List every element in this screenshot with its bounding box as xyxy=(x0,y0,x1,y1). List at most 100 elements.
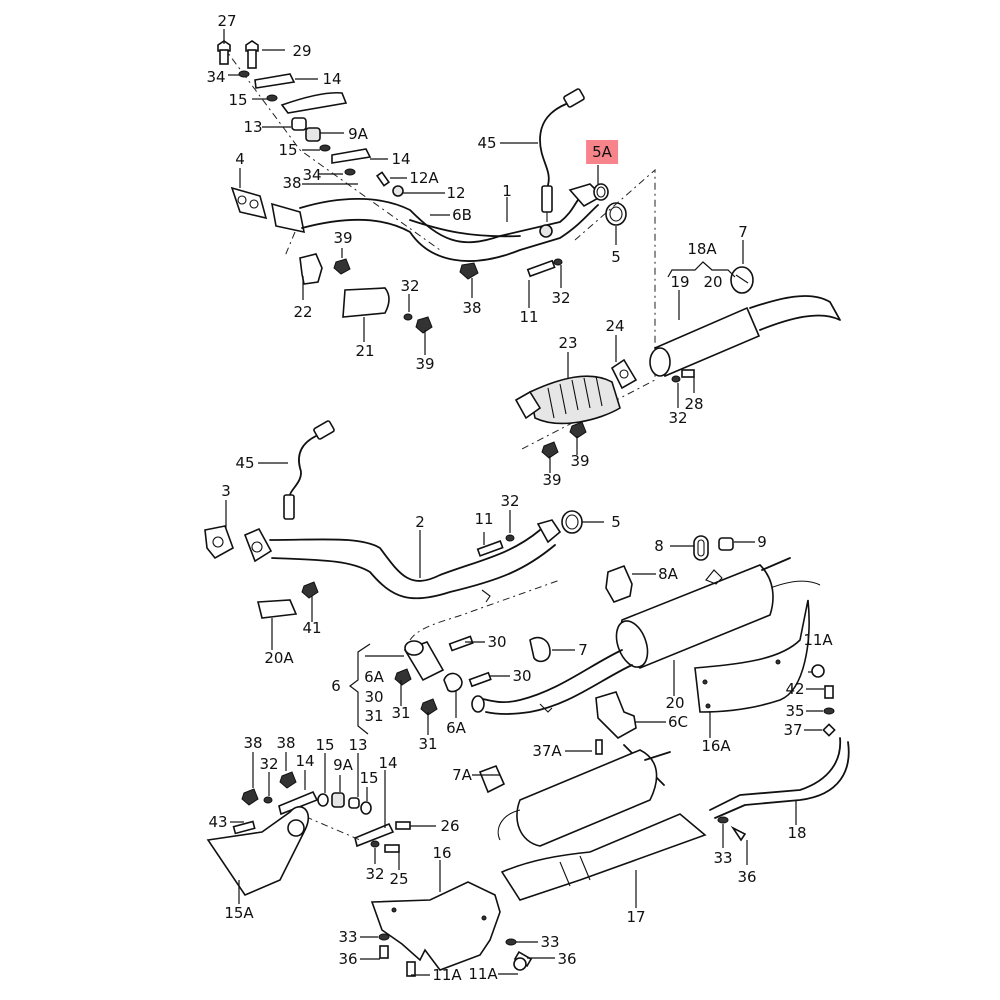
callout-31: 31 xyxy=(364,707,384,725)
callout-34: 34 xyxy=(206,68,226,86)
callout-20: 20 xyxy=(703,273,723,291)
callout-15A: 15A xyxy=(224,904,254,922)
callout-1: 1 xyxy=(502,182,512,200)
callout-17: 17 xyxy=(626,908,646,926)
callout-6A: 6A xyxy=(446,719,466,737)
callout-15: 15 xyxy=(278,141,298,159)
rubber-mounts xyxy=(605,535,821,606)
callout-11: 11 xyxy=(474,510,494,528)
callout-38: 38 xyxy=(282,174,302,192)
callout-2: 2 xyxy=(415,513,425,531)
callout-36: 36 xyxy=(338,950,358,968)
callout-20: 20 xyxy=(665,694,685,712)
callout-3: 3 xyxy=(221,482,231,500)
callout-15: 15 xyxy=(359,769,379,787)
callout-19: 19 xyxy=(670,273,690,291)
leader-lines xyxy=(223,29,824,976)
callout-15: 15 xyxy=(315,736,335,754)
callout-45: 45 xyxy=(235,454,255,472)
callout-18A: 18A xyxy=(687,240,717,258)
callout-39: 39 xyxy=(570,452,590,470)
callout-16: 16 xyxy=(432,844,452,862)
callout-42: 42 xyxy=(785,680,805,698)
callout-38: 38 xyxy=(462,299,482,317)
callout-34: 34 xyxy=(302,166,322,184)
callout-8A: 8A xyxy=(658,565,678,583)
callout-22: 22 xyxy=(293,303,313,321)
callout-12: 12 xyxy=(446,184,466,202)
callout-6A: 6A xyxy=(364,668,384,686)
callout-31: 31 xyxy=(418,735,438,753)
front-pipe-1 xyxy=(230,183,604,280)
callout-37: 37 xyxy=(783,721,803,739)
callout-43: 43 xyxy=(208,813,228,831)
callout-45: 45 xyxy=(477,134,497,152)
callout-11: 11 xyxy=(519,308,539,326)
front-pipe-2 xyxy=(204,420,583,619)
callout-14: 14 xyxy=(378,754,398,772)
callout-32: 32 xyxy=(259,755,279,773)
callout-27: 27 xyxy=(217,12,237,30)
callout-14: 14 xyxy=(295,752,315,770)
callout-25: 25 xyxy=(389,870,409,888)
callout-18: 18 xyxy=(787,824,807,842)
callout-23: 23 xyxy=(558,334,578,352)
rear-pipe-19 xyxy=(649,266,841,378)
callout-30: 30 xyxy=(487,633,507,651)
callout-15: 15 xyxy=(228,91,248,109)
catalytic-converter xyxy=(514,358,695,459)
callout-32: 32 xyxy=(400,277,420,295)
callout-31: 31 xyxy=(391,704,411,722)
callout-11A: 11A xyxy=(468,965,498,983)
callout-26: 26 xyxy=(440,817,460,835)
rear-muffler-17 xyxy=(478,749,707,901)
callout-20A: 20A xyxy=(264,649,294,667)
callout-32: 32 xyxy=(668,409,688,427)
callout-9: 9 xyxy=(757,533,767,551)
callout-7A: 7A xyxy=(452,766,472,784)
callout-11A: 11A xyxy=(432,966,462,984)
callout-37A: 37A xyxy=(532,742,562,760)
callout-6: 6 xyxy=(331,677,341,695)
callout-9A: 9A xyxy=(348,125,368,143)
callout-11A: 11A xyxy=(803,631,833,649)
callout-38: 38 xyxy=(243,734,263,752)
lower-hanger-assembly xyxy=(206,771,411,896)
callout-41: 41 xyxy=(302,619,322,637)
callout-29: 29 xyxy=(292,42,312,60)
callout-38: 38 xyxy=(276,734,296,752)
callout-32: 32 xyxy=(365,865,385,883)
callout-13: 13 xyxy=(348,736,368,754)
heat-shield-16 xyxy=(370,881,533,977)
callout-7: 7 xyxy=(578,641,588,659)
callout-33: 33 xyxy=(338,928,358,946)
callout-39: 39 xyxy=(542,471,562,489)
callout-33: 33 xyxy=(713,849,733,867)
callout-13: 13 xyxy=(243,118,263,136)
clamp-6 xyxy=(394,579,561,716)
callout-24: 24 xyxy=(605,317,625,335)
callout-7: 7 xyxy=(738,223,748,241)
callout-5: 5 xyxy=(611,248,621,266)
callout-5A-highlighted[interactable]: 5A xyxy=(586,140,618,164)
callout-14: 14 xyxy=(322,70,342,88)
bolt-11-top xyxy=(526,258,563,278)
callout-28: 28 xyxy=(684,395,704,413)
callout-30: 30 xyxy=(364,688,384,706)
callout-5: 5 xyxy=(611,513,621,531)
callout-9A: 9A xyxy=(333,756,353,774)
callout-35: 35 xyxy=(785,702,805,720)
callout-4: 4 xyxy=(235,150,245,168)
callout-39: 39 xyxy=(333,229,353,247)
callout-21: 21 xyxy=(355,342,375,360)
callout-6C: 6C xyxy=(667,713,689,731)
o2-sensor-upper xyxy=(539,88,585,222)
callout-32: 32 xyxy=(551,289,571,307)
callout-16A: 16A xyxy=(701,737,731,755)
callout-30: 30 xyxy=(512,667,532,685)
callout-39: 39 xyxy=(415,355,435,373)
callout-33: 33 xyxy=(540,933,560,951)
callout-36: 36 xyxy=(557,950,577,968)
callout-32: 32 xyxy=(500,492,520,510)
